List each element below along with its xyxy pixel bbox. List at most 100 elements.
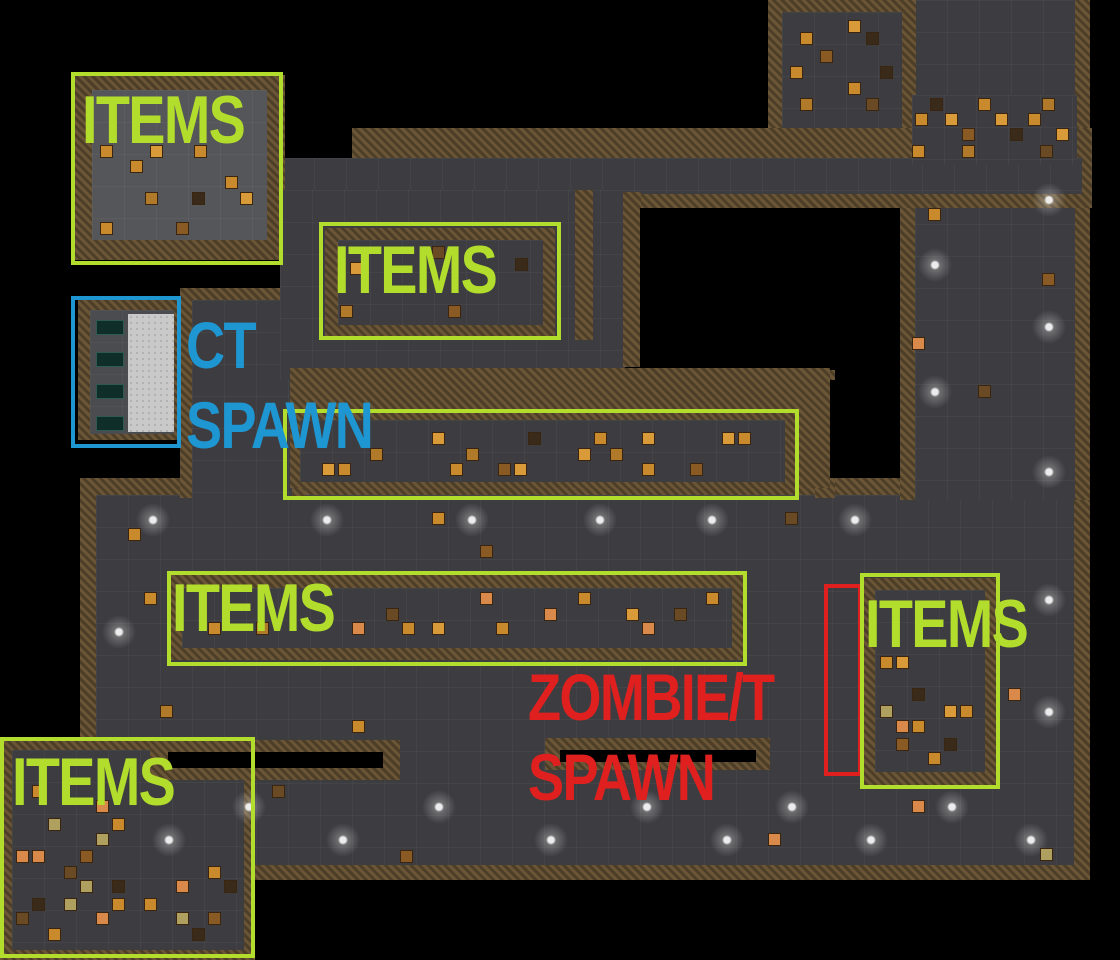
crate (240, 192, 253, 205)
crate (352, 720, 365, 733)
crate (578, 448, 591, 461)
ct-spawn-tiles (128, 314, 174, 432)
crate (962, 145, 975, 158)
crate (722, 432, 735, 445)
ct-spawn-point (96, 384, 124, 399)
crate (466, 448, 479, 461)
ceiling-light (232, 790, 266, 824)
ceiling-light (838, 503, 872, 537)
crate (1040, 848, 1053, 861)
crate (64, 866, 77, 879)
crate (208, 866, 221, 879)
crate (896, 738, 909, 751)
ceiling-light (918, 248, 952, 282)
crate (800, 32, 813, 45)
items-zone-right-outline (860, 573, 1000, 789)
crate (450, 463, 463, 476)
crate (944, 738, 957, 751)
crate (962, 128, 975, 141)
crate (145, 192, 158, 205)
ct-spawn-point (96, 352, 124, 367)
crate (208, 912, 221, 925)
items-zone-mid-row-outline (283, 409, 799, 500)
ceiling-light (854, 823, 888, 857)
items-zone-top-mid-outline (319, 222, 561, 340)
crate (448, 305, 461, 318)
crate (912, 337, 925, 350)
central-divider-wall (575, 190, 593, 340)
crate (80, 880, 93, 893)
crate (225, 176, 238, 189)
crate (144, 592, 157, 605)
crate (514, 463, 527, 476)
inner-east-wall (623, 192, 641, 367)
ceiling-light (310, 503, 344, 537)
crate (978, 385, 991, 398)
crate (340, 305, 353, 318)
crate (272, 785, 285, 798)
crate (96, 833, 109, 846)
crate (880, 705, 893, 718)
ceiling-light (710, 823, 744, 857)
crate (880, 656, 893, 669)
crate (64, 898, 77, 911)
crate (338, 463, 351, 476)
crate (1042, 273, 1055, 286)
crate (945, 113, 958, 126)
crate (48, 928, 61, 941)
crate (848, 20, 861, 33)
crate (16, 912, 29, 925)
items-zone-top-left-outline (71, 72, 283, 265)
crate (350, 262, 363, 275)
crate (915, 113, 928, 126)
crate (578, 592, 591, 605)
crate (256, 622, 269, 635)
ceiling-light (1032, 310, 1066, 344)
crate (738, 432, 751, 445)
ceiling-light (152, 823, 186, 857)
crate (995, 113, 1008, 126)
crate (790, 66, 803, 79)
crate (176, 222, 189, 235)
crate (912, 720, 925, 733)
crate (150, 145, 163, 158)
crate (912, 688, 925, 701)
zombie-spawn-label-line2: SPAWN (528, 740, 716, 814)
crate (432, 432, 445, 445)
items-top-mid-room-floor (338, 240, 543, 325)
ct-spawn-point (96, 320, 124, 335)
crate (1010, 128, 1023, 141)
ct-spawn-label-line1: CT (186, 308, 257, 382)
crate (176, 880, 189, 893)
inner-void-lower (830, 380, 898, 478)
crate (610, 448, 623, 461)
crate (480, 545, 493, 558)
ceiling-light (630, 790, 664, 824)
crate (112, 880, 125, 893)
crate (352, 622, 365, 635)
crate (16, 850, 29, 863)
crate (912, 800, 925, 813)
central-block (280, 190, 625, 380)
items-row-2-floor (182, 588, 732, 648)
crate (96, 912, 109, 925)
crate (48, 818, 61, 831)
crate (674, 608, 687, 621)
crate (386, 608, 399, 621)
crate (1028, 113, 1041, 126)
crate (100, 145, 113, 158)
crate (32, 785, 45, 798)
zombie-spawn-outline (824, 584, 862, 776)
items-zone-row-2-outline (167, 571, 747, 666)
crate (820, 50, 833, 63)
ct-spawn-outline (71, 296, 181, 448)
ceiling-light (136, 503, 170, 537)
ceiling-light (1032, 695, 1066, 729)
crate (112, 818, 125, 831)
mid-west-corridor (192, 300, 292, 500)
crate (160, 705, 173, 718)
items-label-top-mid: ITEMS (334, 232, 498, 308)
crate (528, 432, 541, 445)
items-right-room-floor (875, 590, 985, 772)
crate (642, 432, 655, 445)
